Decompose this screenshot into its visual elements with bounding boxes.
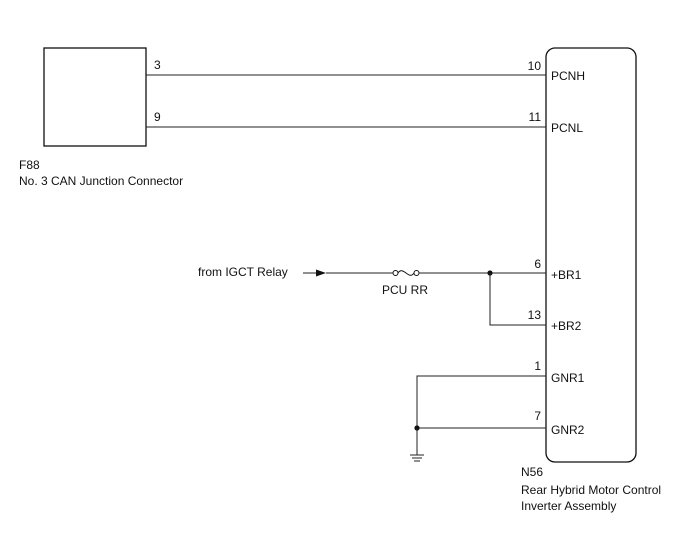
wire-br2 (489, 273, 546, 326)
f88-connector-id: F88 (19, 158, 40, 172)
ground-icon (410, 428, 424, 462)
n56-pin-label-br2: +BR2 (551, 319, 582, 333)
n56-pin-num-gnr1: 1 (534, 359, 541, 373)
n56-pin-num-pcnh: 10 (528, 59, 542, 73)
n56-ecu-box (545, 47, 637, 463)
n56-pin-label-br1: +BR1 (551, 268, 582, 282)
n56-ecu-name-line2: Inverter Assembly (521, 499, 616, 513)
n56-ecu-id: N56 (521, 465, 543, 479)
n56-pin-num-gnr2: 7 (534, 409, 541, 423)
f88-pin-can-l: 9 (154, 110, 161, 124)
n56-pin-label-gnr1: GNR1 (551, 371, 585, 385)
f88-connector-box (43, 47, 147, 147)
fuse-label: PCU RR (382, 283, 428, 297)
n56-ecu-name-line1: Rear Hybrid Motor Control (521, 483, 661, 497)
f88-pin-can-h: 3 (154, 58, 161, 72)
arrow-right-icon (303, 269, 326, 277)
f88-connector-name: No. 3 CAN Junction Connector (19, 174, 183, 188)
wire-gnr1 (416, 375, 546, 428)
power-source-label: from IGCT Relay (198, 265, 288, 279)
n56-pin-num-br2: 13 (528, 308, 542, 322)
n56-pin-num-br1: 6 (534, 257, 541, 271)
n56-pin-num-pcnl: 11 (529, 110, 542, 124)
fuse-icon (392, 270, 420, 276)
n56-pin-label-pcnh: PCNH (551, 69, 585, 83)
n56-pin-label-gnr2: GNR2 (551, 423, 585, 437)
n56-pin-label-pcnl: PCNL (551, 121, 583, 135)
